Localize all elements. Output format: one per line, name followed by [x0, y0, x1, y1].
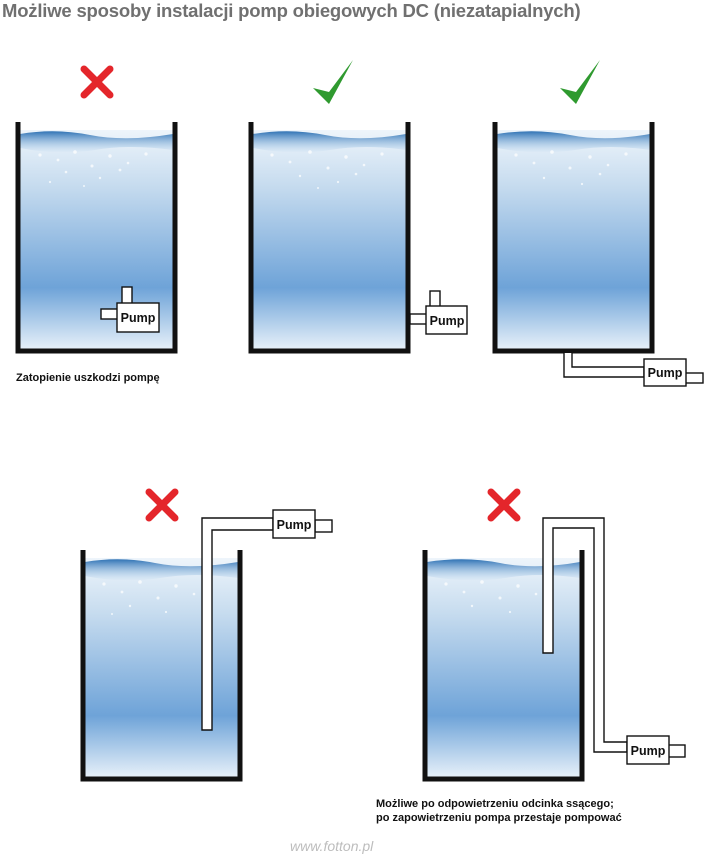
- scenario-3: Pump: [492, 60, 704, 387]
- pump: Pump: [643, 358, 704, 387]
- scenario-2: Pump: [248, 60, 468, 354]
- pump-label: Pump: [631, 744, 666, 758]
- scenario-1: Pump: [15, 65, 178, 354]
- tank: [492, 122, 655, 354]
- tank: [80, 550, 243, 782]
- pump-label: Pump: [121, 311, 156, 325]
- caption-scenario-5-line-2: po zapowietrzeniu pompa przestaje pompow…: [376, 812, 622, 824]
- pump: Pump: [409, 290, 468, 335]
- caption-scenario-5-line-1: Możliwe po odpowietrzeniu odcinka ssąceg…: [376, 798, 614, 810]
- pump-label: Pump: [430, 314, 465, 328]
- check-icon: [313, 60, 353, 104]
- caption-scenario-1: Zatopienie uszkodzi pompę: [16, 372, 160, 384]
- pump: Pump: [100, 286, 160, 333]
- scenario-4: Pump: [80, 488, 333, 782]
- tank: [248, 122, 411, 354]
- pipe: [563, 353, 645, 378]
- pump-label: Pump: [648, 366, 683, 380]
- scenario-5: Pump: [422, 488, 686, 782]
- cross-icon: [80, 65, 114, 99]
- page-title: Możliwe sposoby instalacji pomp obiegowy…: [2, 0, 581, 21]
- tank: [422, 550, 585, 782]
- pump: Pump: [272, 509, 333, 539]
- pump-label: Pump: [277, 518, 312, 532]
- pump: Pump: [626, 735, 686, 765]
- check-icon: [560, 60, 600, 104]
- cross-icon: [145, 488, 179, 522]
- cross-icon: [487, 488, 521, 522]
- footer-watermark: www.fotton.pl: [290, 838, 374, 854]
